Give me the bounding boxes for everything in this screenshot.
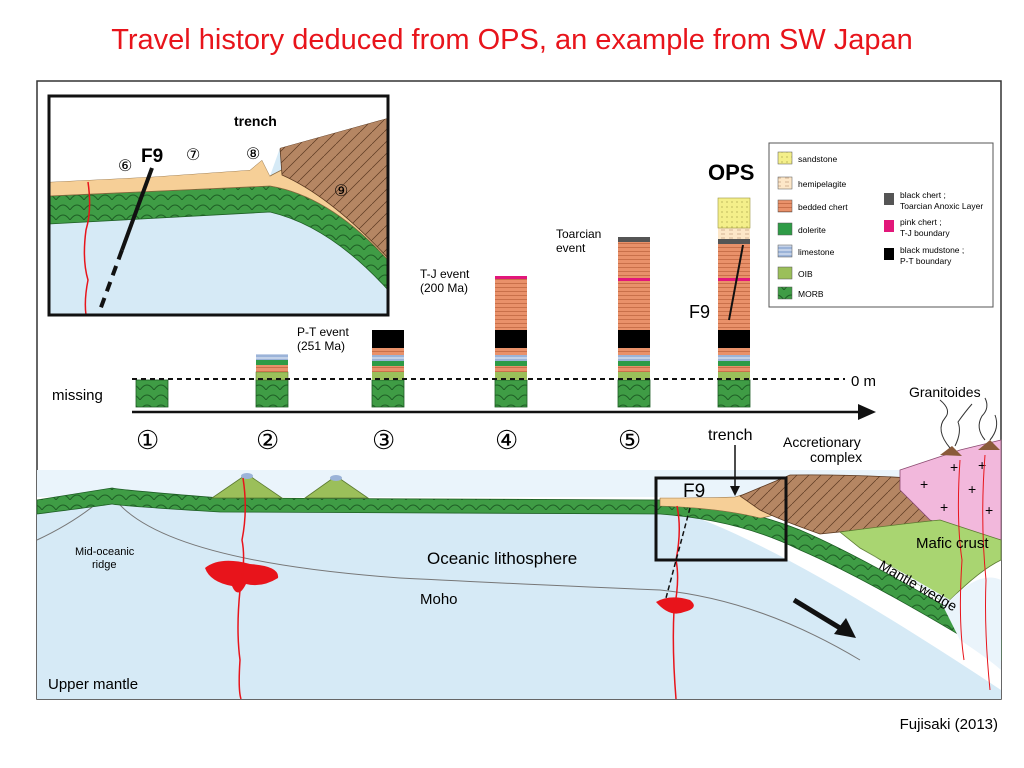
tj-event-age: (200 Ma) bbox=[420, 281, 468, 295]
oceanic-lithosphere-label: Oceanic lithosphere bbox=[427, 549, 577, 568]
inset-f9-fault bbox=[120, 167, 154, 251]
ops-f9-label: F9 bbox=[689, 302, 710, 322]
slide-title: Travel history deduced from OPS, an exam… bbox=[111, 24, 913, 56]
column-1 bbox=[135, 379, 169, 408]
inset-border bbox=[47, 94, 390, 317]
column-5 bbox=[617, 237, 651, 408]
moho-line bbox=[109, 491, 861, 661]
toarcian-event-label: Toarcian bbox=[556, 227, 601, 241]
oceanic-lithosphere bbox=[37, 490, 1001, 699]
mid-oceanic-ridge-label: Mid-oceanic bbox=[75, 546, 135, 558]
legend-box bbox=[768, 142, 994, 308]
toarcian-event-label-2: event bbox=[556, 241, 586, 255]
column-number-3: ③ bbox=[372, 425, 395, 455]
zero-meter-label: 0 m bbox=[851, 373, 876, 390]
legend-black-chert: black chert ; bbox=[900, 190, 946, 200]
legend-pink-chert: pink chert ; bbox=[900, 217, 942, 227]
legend-hemipelagite: hemipelagite bbox=[798, 179, 846, 189]
ops-f9-fault bbox=[728, 244, 744, 321]
upper-mantle-label: Upper mantle bbox=[48, 676, 138, 693]
inset-stage-8: ⑧ bbox=[246, 146, 260, 163]
section-f9-label: F9 bbox=[683, 481, 705, 502]
column-number-1: ① bbox=[136, 425, 159, 455]
ops-label: OPS bbox=[708, 160, 754, 185]
seamount-2 bbox=[303, 475, 370, 499]
svg-text:+: + bbox=[978, 457, 986, 473]
legend-pt-boundary: P-T boundary bbox=[900, 256, 952, 266]
mid-oceanic-ridge-label-2: ridge bbox=[92, 559, 116, 571]
inset-stage-7: ⑦ bbox=[186, 147, 200, 164]
column-ops bbox=[717, 197, 751, 408]
column-number-4: ④ bbox=[495, 425, 518, 455]
column-2 bbox=[255, 354, 289, 408]
pt-event-age: (251 Ma) bbox=[297, 339, 345, 353]
trench-label: trench bbox=[708, 427, 752, 444]
svg-text:+: + bbox=[940, 499, 948, 515]
column-4 bbox=[494, 276, 528, 408]
inset-trench-label: trench bbox=[234, 113, 277, 129]
legend-black-mudstone: black mudstone ; bbox=[900, 245, 964, 255]
tj-event-label: T-J event bbox=[420, 267, 470, 281]
moho-label: Moho bbox=[420, 591, 458, 608]
figure-credit: Fujisaki (2013) bbox=[899, 716, 998, 733]
column-number-5: ⑤ bbox=[618, 425, 641, 455]
seamount-1 bbox=[210, 473, 284, 499]
inset-red-dike bbox=[83, 181, 91, 316]
stratigraphic-columns: missing 0 m OPS F9 P-T event (251 Ma) T-… bbox=[52, 160, 876, 455]
svg-text:+: + bbox=[968, 481, 976, 497]
legend-dolerite: dolerite bbox=[798, 225, 826, 235]
missing-label: missing bbox=[52, 387, 103, 404]
accretionary-label-2: complex bbox=[810, 449, 862, 465]
subduction-arrow bbox=[792, 597, 842, 631]
column-number-2: ② bbox=[256, 425, 279, 455]
accretionary-label-1: Accretionary bbox=[783, 434, 861, 450]
legend-toarcian-anoxic: Toarcian Anoxic Layer bbox=[900, 201, 983, 211]
svg-text:+: + bbox=[950, 459, 958, 475]
granitoides-label: Granitoides bbox=[909, 384, 981, 400]
legend-bedded-chert: bedded chert bbox=[798, 202, 848, 212]
mafic-crust-label: Mafic crust bbox=[916, 535, 989, 552]
legend-sandstone: sandstone bbox=[798, 154, 837, 164]
pt-event-label: P-T event bbox=[297, 325, 349, 339]
inset-stage-9: ⑨ bbox=[334, 183, 348, 200]
legend-oib: OIB bbox=[798, 269, 813, 279]
inset-f9-label: F9 bbox=[141, 146, 163, 167]
legend-limestone: limestone bbox=[798, 247, 835, 257]
legend: sandstone hemipelagite bedded chert dole… bbox=[768, 142, 994, 308]
inset-panel: trench F9 ⑥ ⑦ ⑧ ⑨ bbox=[47, 94, 390, 317]
inset-location-box bbox=[654, 476, 788, 562]
svg-text:+: + bbox=[920, 476, 928, 492]
legend-tj-boundary: T-J boundary bbox=[900, 228, 950, 238]
cross-section: ++ ++ ++ Granitoides trench Accretionary bbox=[36, 384, 1002, 700]
svg-text:+: + bbox=[985, 502, 993, 518]
legend-morb: MORB bbox=[798, 289, 824, 299]
inset-stage-6: ⑥ bbox=[118, 158, 132, 175]
column-3 bbox=[371, 330, 405, 408]
